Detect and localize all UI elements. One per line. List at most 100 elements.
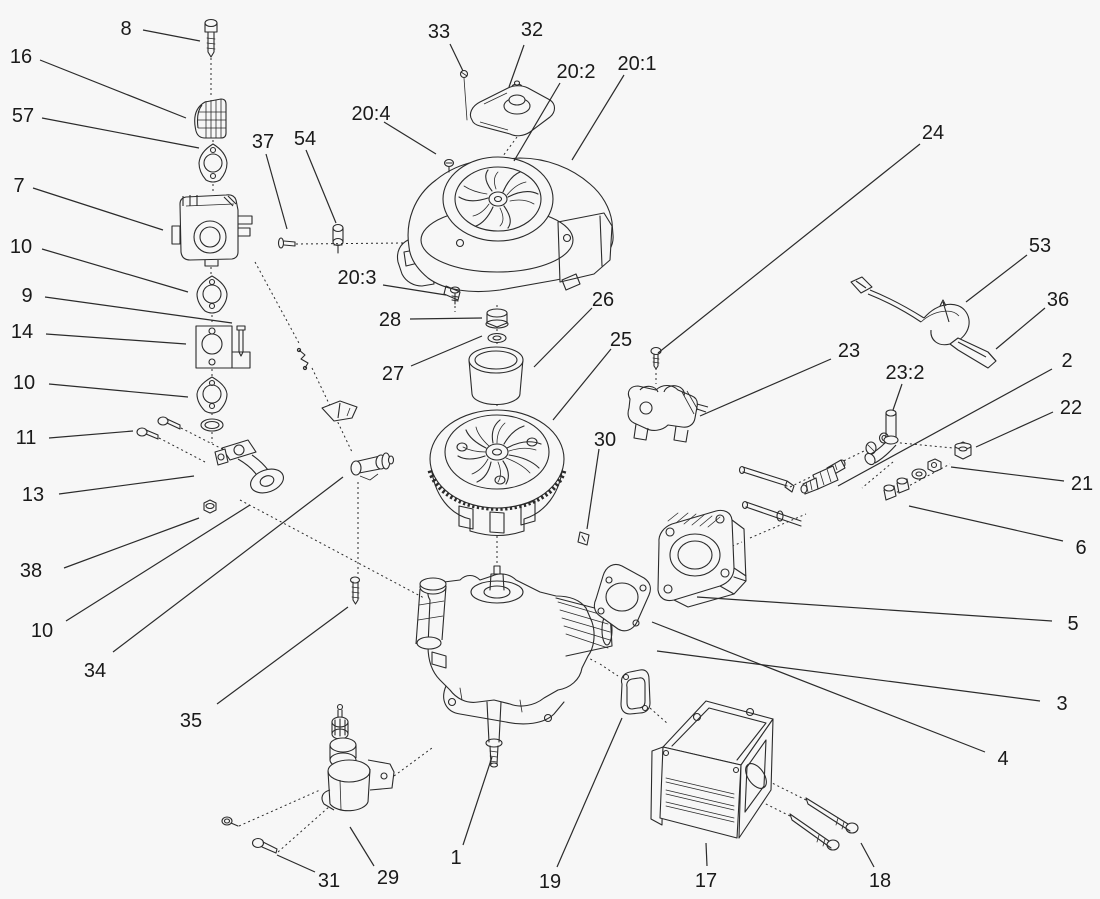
starter-handle-32 — [469, 80, 556, 137]
muffler-17 — [650, 700, 774, 839]
callout-32: 32 — [508, 19, 543, 88]
callout-11-label: 11 — [16, 427, 37, 449]
callout-11-leader-line — [48, 430, 134, 439]
callout-17-leader-line — [705, 842, 708, 867]
callout-10a: 10 — [10, 236, 189, 293]
callout-22-leader-line — [975, 411, 1054, 448]
callout-5: 5 — [696, 596, 1079, 635]
callout-6-label: 6 — [1075, 537, 1086, 559]
callout-14-label: 14 — [11, 321, 33, 343]
callout-16: 16 — [10, 46, 187, 119]
callout-34: 34 — [84, 476, 344, 682]
screw-9 — [236, 325, 246, 357]
callout-10b-leader-line — [48, 383, 189, 398]
oil-fill-tube — [415, 577, 447, 650]
callout-28-label: 28 — [379, 309, 401, 331]
callout-3: 3 — [656, 650, 1068, 715]
callout-1-leader-line — [462, 756, 493, 846]
callout-10a-label: 10 — [10, 236, 32, 258]
callout-20-2-label: 20:2 — [557, 61, 596, 83]
callout-20-3-leader-line — [382, 284, 447, 296]
callout-10c-label: 10 — [31, 620, 53, 642]
callout-8-leader-line — [142, 29, 201, 42]
ignition-coil-23 — [627, 384, 709, 443]
callout-7-label: 7 — [13, 175, 24, 197]
callout-11: 11 — [16, 427, 134, 449]
callout-31-label: 31 — [318, 870, 340, 892]
gasket-10-lower — [196, 376, 228, 414]
adapter-plate-14 — [195, 325, 251, 369]
callout-38-leader-line — [63, 517, 200, 569]
carburetor-7 — [171, 194, 253, 267]
callout-36-label: 36 — [1047, 289, 1069, 311]
callout-9: 9 — [21, 285, 233, 324]
callout-53: 53 — [965, 235, 1051, 303]
callout-23-2-label: 23:2 — [886, 362, 925, 384]
callout-36-leader-line — [995, 307, 1046, 350]
washer-27 — [487, 332, 507, 344]
callout-10a-leader-line — [41, 248, 189, 293]
callout-35-leader-line — [216, 606, 349, 705]
callout-1-label: 1 — [450, 847, 461, 869]
callout-53-leader-line — [965, 254, 1028, 303]
spark-plug-wire-53 — [850, 276, 997, 369]
callout-31-leader-line — [276, 854, 316, 873]
callout-17-label: 17 — [695, 870, 717, 892]
callout-28-leader-line — [409, 317, 483, 320]
callout-57-label: 57 — [12, 105, 34, 127]
callout-37-label: 37 — [252, 131, 274, 153]
callout-26: 26 — [533, 289, 614, 368]
callout-27-label: 27 — [382, 363, 404, 385]
electric-starter-29 — [321, 703, 395, 812]
callout-9-label: 9 — [21, 285, 32, 307]
callout-38: 38 — [20, 517, 200, 582]
callout-10b: 10 — [13, 372, 189, 398]
governor-link-12 — [296, 347, 309, 371]
callout-10b-label: 10 — [13, 372, 35, 394]
callout-23-leader-line — [699, 358, 832, 417]
callout-28: 28 — [379, 309, 483, 331]
callout-16-leader-line — [39, 59, 187, 119]
callout-23: 23 — [699, 340, 860, 417]
callout-2-label: 2 — [1061, 350, 1072, 372]
callout-14-leader-line — [45, 333, 187, 345]
callout-7: 7 — [13, 175, 164, 231]
elbow-fitting-23-2 — [864, 409, 899, 466]
callout-4-label: 4 — [997, 748, 1008, 770]
screw-8 — [204, 18, 218, 58]
callout-3-leader-line — [656, 650, 1041, 702]
callout-34-label: 34 — [84, 660, 106, 682]
callout-27-leader-line — [410, 335, 483, 367]
callout-6-leader-line — [908, 505, 1064, 542]
callout-19: 19 — [539, 717, 623, 893]
callout-57-leader-line — [41, 117, 200, 149]
callout-20-4-label: 20:4 — [352, 103, 391, 125]
callout-4: 4 — [651, 621, 1009, 770]
crankshaft-boss — [470, 565, 524, 604]
exhaust-gasket-19 — [620, 669, 651, 715]
callout-13-label: 13 — [22, 484, 44, 506]
valve-washer — [911, 468, 927, 480]
callout-25: 25 — [552, 329, 632, 421]
callout-35-label: 35 — [180, 710, 202, 732]
callout-20-3-label: 20:3 — [338, 267, 377, 289]
intake-elbow-13 — [214, 439, 284, 494]
callout-25-label: 25 — [610, 329, 632, 351]
callout-33-leader-line — [449, 43, 464, 72]
callout-7-leader-line — [32, 187, 164, 231]
callout-1: 1 — [450, 756, 493, 869]
callout-20-3: 20:3 — [338, 267, 447, 296]
callout-33-label: 33 — [428, 21, 450, 43]
spark-plug-2 — [800, 459, 846, 495]
callout-13-leader-line — [58, 475, 195, 495]
callout-29-label: 29 — [377, 867, 399, 889]
callout-21: 21 — [950, 466, 1093, 495]
callout-34-leader-line — [112, 476, 344, 653]
callout-20-4: 20:4 — [352, 103, 437, 155]
bolts-11 — [136, 416, 181, 440]
callout-37-leader-line — [265, 153, 288, 230]
callout-26-label: 26 — [592, 289, 614, 311]
callout-29-leader-line — [349, 826, 375, 867]
callout-20-1: 20:1 — [571, 53, 656, 161]
callout-32-label: 32 — [521, 19, 543, 41]
